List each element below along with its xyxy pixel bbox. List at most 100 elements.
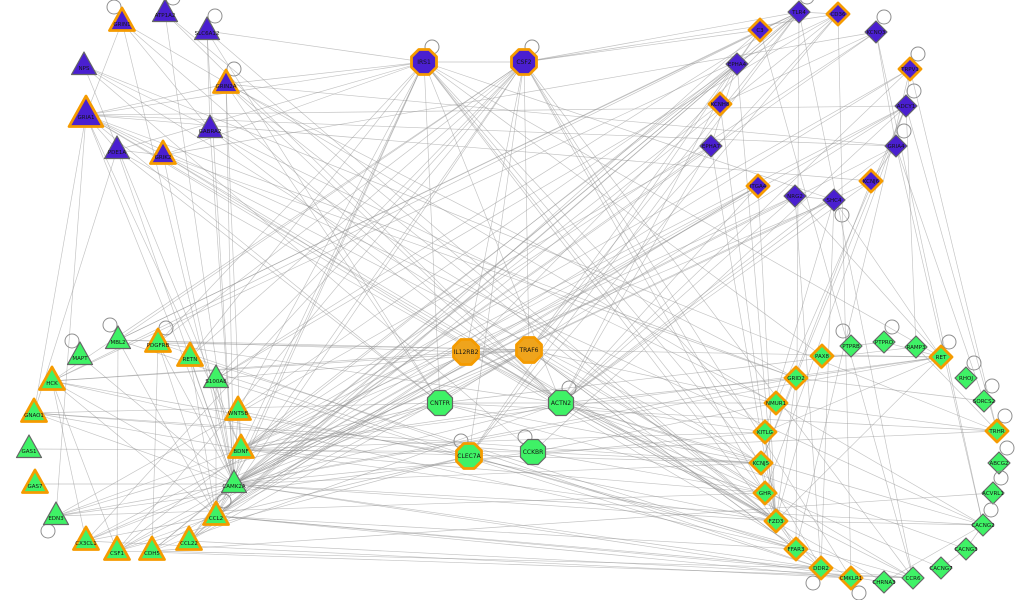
node-shape-triangle bbox=[220, 469, 248, 494]
edge-CCKBR-KCNJ5 bbox=[532, 451, 762, 464]
edge-IRS1-CAMK2A bbox=[233, 61, 425, 485]
node-shape-diamond bbox=[763, 390, 789, 416]
edge-CCKBR-GHR bbox=[532, 451, 766, 494]
edge-ACTN2-PDGFRB bbox=[157, 342, 562, 404]
node-CHRNA3[interactable]: CHRNA3 bbox=[872, 570, 896, 594]
node-shape-diamond bbox=[748, 450, 774, 476]
edge-GRIA4-ACTN2 bbox=[560, 145, 897, 404]
edge-C3-MBL2 bbox=[117, 29, 761, 341]
node-shape-triangle bbox=[193, 16, 221, 41]
node-ACVRL1[interactable]: ACVRL1 bbox=[981, 470, 1009, 505]
node-HCK[interactable]: HCK bbox=[38, 365, 66, 391]
edge-EPHA4-FZD3 bbox=[736, 63, 777, 522]
edge-KCNJ6-CAMK2A bbox=[233, 180, 872, 485]
edge-KCNJ6-KCNJ5 bbox=[760, 180, 872, 464]
edge-GRIA1-GNAO1 bbox=[33, 114, 87, 414]
node-CLEC7A[interactable]: CLEC7A bbox=[453, 433, 483, 470]
node-TRPV1[interactable]: TRPV1 bbox=[897, 46, 926, 82]
node-ABCG2[interactable]: ABCG2 bbox=[987, 440, 1015, 475]
node-shape-triangle bbox=[108, 6, 136, 32]
self-loop-icon bbox=[165, 0, 181, 6]
node-CD36[interactable]: CD36 bbox=[825, 1, 851, 27]
node-SLC6A12[interactable]: SLC6A12 bbox=[193, 8, 223, 41]
node-shape-triangle bbox=[212, 68, 240, 94]
edge-CX3CL1-CMKLR1 bbox=[85, 540, 852, 579]
node-GAS1[interactable]: GAS1 bbox=[15, 434, 43, 459]
node-ATP1A2[interactable]: ATP1A2 bbox=[151, 0, 181, 23]
node-CNTFR[interactable]: CNTFR bbox=[426, 389, 454, 417]
node-shape-triangle bbox=[149, 139, 177, 165]
edge-ACTN2-KCNJ5 bbox=[560, 402, 762, 464]
node-shape-diamond bbox=[864, 20, 888, 44]
node-shape-octagon bbox=[452, 338, 480, 366]
node-GRIK2[interactable]: GRIK2 bbox=[149, 139, 177, 165]
edge-ITGA4-CX3CL1 bbox=[85, 185, 759, 542]
node-EDN3[interactable]: EDN3 bbox=[40, 501, 70, 539]
node-PAX8[interactable]: PAX8 bbox=[809, 343, 835, 369]
node-NPS[interactable]: NPS bbox=[70, 51, 98, 76]
node-shape-triangle bbox=[151, 0, 179, 23]
edge-IRS1-RETN bbox=[189, 61, 425, 358]
node-KITLG[interactable]: KITLG bbox=[752, 419, 778, 445]
node-PTPRB[interactable]: PTPRB bbox=[835, 323, 863, 358]
node-PDGFRB[interactable]: PDGFRB bbox=[144, 320, 174, 353]
edge-CAMK2A-S100A8 bbox=[215, 378, 235, 485]
edge-CCL2-MBL2 bbox=[117, 339, 217, 517]
node-shape-diamond bbox=[783, 365, 809, 391]
self-loop-icon bbox=[40, 523, 56, 539]
edge-BDNF-FZD3 bbox=[240, 448, 777, 522]
node-IL12RB2[interactable]: IL12RB2 bbox=[452, 338, 480, 366]
self-loop-icon bbox=[876, 9, 892, 25]
node-IRS1[interactable]: IRS1 bbox=[410, 39, 440, 76]
node-CACNG2[interactable]: CACNG2 bbox=[971, 502, 999, 537]
edge-CAMK2A-CSF1 bbox=[116, 483, 235, 552]
node-GNAO1[interactable]: GNAO1 bbox=[20, 397, 48, 423]
node-shape-triangle bbox=[196, 114, 224, 139]
node-TRAF6[interactable]: TRAF6 bbox=[515, 336, 543, 364]
edge-KCNJ6-ACTN2 bbox=[560, 180, 872, 404]
edge-GRIA1-FZD3 bbox=[85, 114, 777, 522]
edge-GRIA1-CNTFR bbox=[85, 114, 441, 404]
edge-CSF2-RETN bbox=[189, 61, 525, 358]
node-GAS7[interactable]: GAS7 bbox=[21, 468, 49, 494]
edge-GRIK2-IRS1 bbox=[162, 61, 425, 156]
node-ACTN2[interactable]: ACTN2 bbox=[547, 380, 577, 417]
edge-CDH5-DDR2 bbox=[151, 550, 822, 569]
edge-CCL2-DDR2 bbox=[215, 515, 822, 569]
node-CACNG7[interactable]: CACNG7 bbox=[929, 556, 953, 580]
node-CX3CL1[interactable]: CX3CL1 bbox=[72, 525, 100, 551]
node-NMUR1[interactable]: NMUR1 bbox=[763, 390, 789, 416]
edge-EPHA4-CDH5 bbox=[151, 63, 738, 552]
edge-CSF2-CCL2 bbox=[215, 61, 525, 517]
edge-S100A8-DDR2 bbox=[215, 378, 822, 569]
node-GRID2[interactable]: GRID2 bbox=[783, 365, 809, 391]
node-KCNJ5[interactable]: KCNJ5 bbox=[748, 450, 774, 476]
edge-CAMK2A-RET bbox=[233, 356, 942, 485]
self-loop-icon bbox=[835, 323, 851, 339]
node-CCR6[interactable]: CCR6 bbox=[901, 566, 925, 590]
edge-CSF2-HCK bbox=[51, 61, 525, 382]
edge-SLC6A12-GABRA2 bbox=[206, 30, 211, 130]
node-NRG2[interactable]: NRG2 bbox=[783, 184, 807, 208]
node-DDR2[interactable]: DDR2 bbox=[805, 555, 834, 591]
node-GRIN1[interactable]: GRIN1 bbox=[106, 0, 136, 32]
node-shape-diamond bbox=[725, 52, 749, 76]
node-CDH5[interactable]: CDH5 bbox=[138, 535, 166, 561]
node-GRIN2A[interactable]: GRIN2A bbox=[212, 61, 242, 94]
node-KCNQ3[interactable]: KCNQ3 bbox=[864, 9, 892, 44]
edge-IRS1-WNT5B bbox=[237, 61, 425, 412]
node-PTPRO[interactable]: PTPRO bbox=[872, 319, 900, 354]
edge-ITGA4-ACTN2 bbox=[560, 185, 759, 404]
edge-FZD3-KITLG bbox=[764, 431, 777, 522]
edge-EPHA4-WNT5B bbox=[237, 63, 738, 412]
node-C3[interactable]: C3 bbox=[747, 17, 773, 43]
node-CACNG3[interactable]: CACNG3 bbox=[954, 537, 978, 561]
node-GRIA1[interactable]: GRIA1 bbox=[67, 94, 105, 128]
node-CSF2[interactable]: CSF2 bbox=[510, 39, 540, 76]
node-shape-diamond bbox=[884, 134, 908, 158]
node-EPHA4[interactable]: EPHA4 bbox=[725, 52, 749, 76]
node-CCKBR[interactable]: CCKBR bbox=[517, 429, 547, 466]
node-TRHR[interactable]: TRHR bbox=[984, 408, 1013, 444]
edge-TLR4-FFAR3 bbox=[795, 11, 800, 550]
